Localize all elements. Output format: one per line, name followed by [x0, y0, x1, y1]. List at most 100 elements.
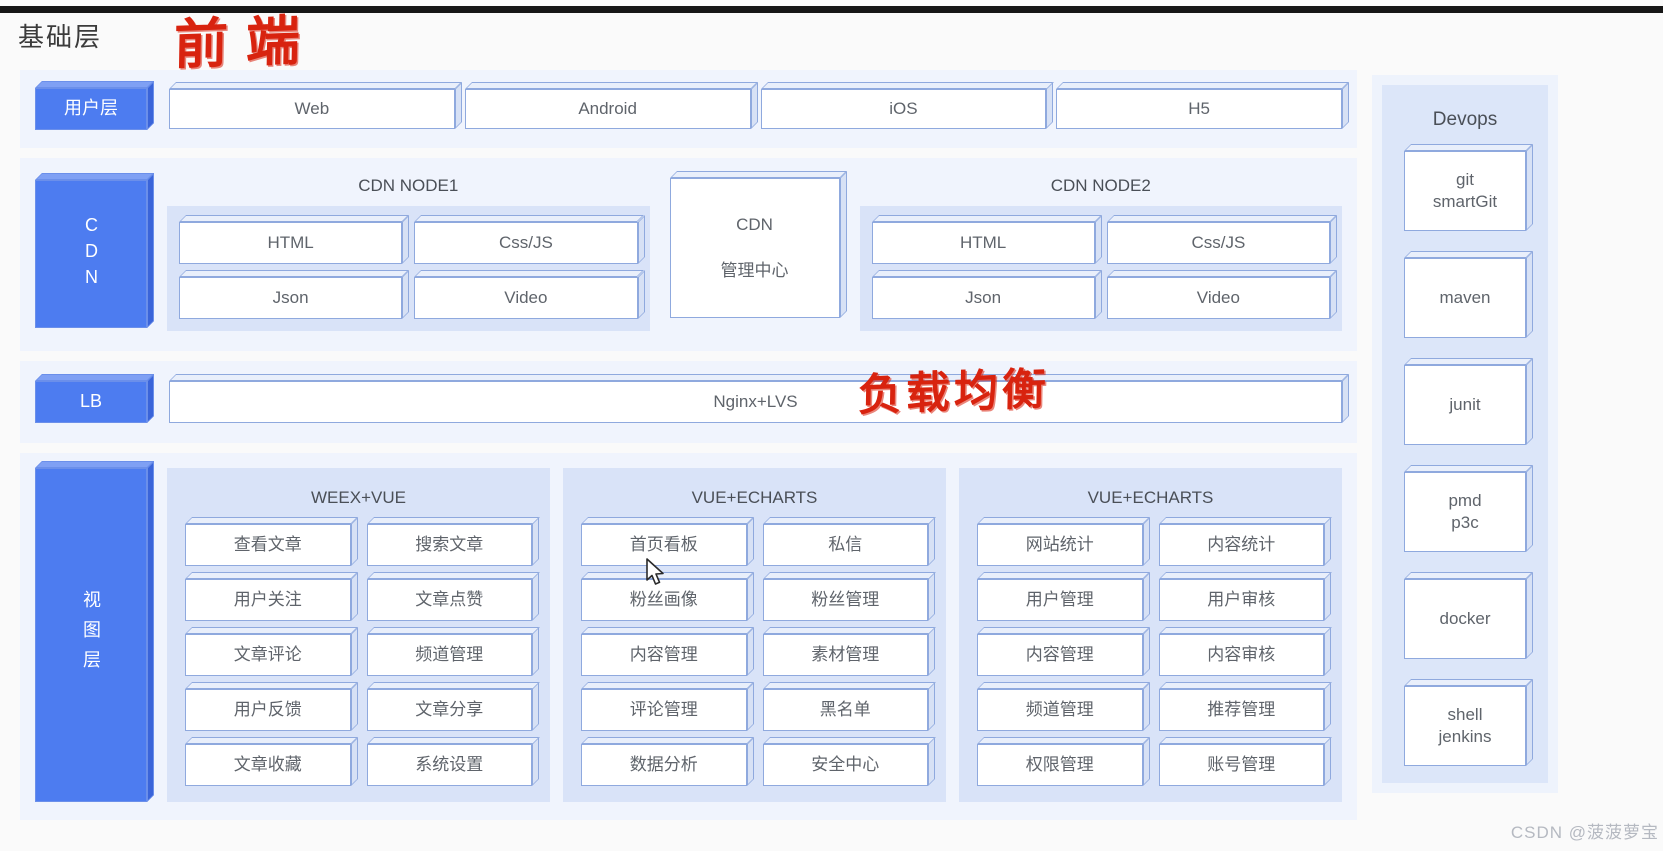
box-label: Json [272, 287, 309, 307]
cdn-resource-box: Json [871, 277, 1095, 319]
feature-box: 内容审核 [1158, 634, 1324, 676]
feature-box: 首页看板 [581, 524, 747, 566]
cdn-node1: CDN NODE1 HTML Css/JS Json Video [167, 176, 650, 331]
feature-box: 数据分析 [581, 744, 747, 786]
box-label: 内容管理 [1025, 644, 1094, 664]
feature-box: 内容管理 [581, 634, 747, 676]
cdn-node2-panel: HTML Css/JS Json Video [859, 206, 1342, 331]
feature-box: 频道管理 [366, 634, 532, 676]
box-label: Video [504, 287, 548, 307]
box-label: Video [1196, 287, 1240, 307]
feature-box: 黑名单 [762, 689, 928, 731]
box-label: git [1456, 169, 1474, 189]
feature-box: 用户关注 [185, 579, 351, 621]
feature-box: 查看文章 [185, 524, 351, 566]
cdn-resource-box: Video [1106, 277, 1330, 319]
box-label: Nginx+LVS [713, 391, 798, 411]
feature-box: 网站统计 [977, 524, 1143, 566]
box-label: 内容审核 [1207, 644, 1276, 664]
devops-tool-box: junit [1404, 365, 1526, 445]
top-bar [0, 6, 1663, 13]
box-label: 推荐管理 [1207, 699, 1276, 719]
cdn-resource-box: Json [179, 277, 403, 319]
feature-box: 安全中心 [762, 744, 928, 786]
box-label: 用户反馈 [233, 699, 302, 719]
box-label: Android [578, 98, 637, 118]
feature-box: 权限管理 [977, 744, 1143, 786]
cdn-layer-label: CDN [35, 179, 147, 328]
feature-box: 文章分享 [366, 689, 532, 731]
feature-box: 粉丝管理 [762, 579, 928, 621]
box-label: HTML [267, 232, 314, 252]
feature-box: 评论管理 [581, 689, 747, 731]
label-text: 用户层 [64, 98, 118, 119]
feature-box: 内容统计 [1158, 524, 1324, 566]
client-box: H5 [1056, 89, 1342, 129]
cdn-resource-box: Video [414, 277, 638, 319]
box-label: 文章点赞 [415, 589, 484, 609]
feature-box: 账号管理 [1158, 744, 1324, 786]
box-label: HTML [959, 232, 1007, 252]
box-label: 文章分享 [415, 699, 484, 719]
box-label: 首页看板 [629, 534, 698, 554]
user-layer-label: 用户层 [35, 88, 147, 130]
panel-grid: 查看文章搜索文章用户关注文章点赞文章评论频道管理用户反馈文章分享文章收藏系统设置 [185, 524, 532, 786]
box-label: 账号管理 [1207, 754, 1276, 774]
box-label: 权限管理 [1025, 754, 1094, 774]
label-text: LB [79, 391, 103, 412]
devops-tool-box: docker [1404, 579, 1526, 659]
feature-box: 用户反馈 [185, 689, 351, 731]
watermark: CSDN @菠菠萝宝 [1510, 823, 1659, 842]
box-label: 文章收藏 [233, 754, 302, 774]
box-label: pmd [1448, 490, 1482, 510]
panel-title: VUE+ECHARTS [691, 488, 818, 507]
mouse-cursor-icon [646, 558, 664, 585]
box-label: 文章评论 [233, 644, 302, 664]
box-label: docker [1439, 608, 1491, 628]
box-label: Json [965, 287, 1002, 307]
box-label: jenkins [1438, 727, 1492, 746]
feature-box: 频道管理 [977, 689, 1143, 731]
feature-box: 文章评论 [185, 634, 351, 676]
box-label: junit [1449, 394, 1481, 414]
client-box: iOS [760, 89, 1047, 129]
cdn-node1-title: CDN NODE1 [358, 176, 459, 195]
box-label: Css/JS [1191, 232, 1246, 252]
panel-grid: 首页看板私信粉丝画像粉丝管理内容管理素材管理评论管理黑名单数据分析安全中心 [581, 524, 928, 786]
client-box: Android [464, 89, 751, 129]
box-label: 私信 [828, 534, 863, 554]
devops-title: Devops [1432, 109, 1498, 130]
feature-box: 粉丝画像 [581, 579, 747, 621]
box-label: shell [1447, 704, 1483, 724]
box-label: 网站统计 [1025, 534, 1094, 554]
box-label: 管理中心 [720, 261, 789, 280]
view-layer-label: 视图层 [35, 468, 147, 802]
box-label: 用户关注 [233, 589, 302, 609]
lb-layer-row: LB Nginx+LVS [20, 361, 1357, 443]
box-label: 内容统计 [1207, 534, 1276, 554]
feature-box: 私信 [762, 524, 928, 566]
cdn-resource-box: Css/JS [1106, 222, 1330, 264]
feature-box: 内容管理 [977, 634, 1143, 676]
feature-box: 文章收藏 [185, 744, 351, 786]
box-label: 黑名单 [819, 699, 871, 719]
lb-layer-label: LB [35, 381, 147, 423]
box-label: 用户管理 [1025, 589, 1094, 609]
box-label: Css/JS [498, 232, 553, 252]
box-label: 粉丝管理 [811, 589, 880, 609]
feature-box: 搜索文章 [366, 524, 532, 566]
nginx-lvs-bar: Nginx+LVS [169, 381, 1342, 423]
box-label: CDN [736, 214, 773, 234]
panel-title: VUE+ECHARTS [1087, 488, 1214, 507]
box-label: 评论管理 [629, 699, 698, 719]
